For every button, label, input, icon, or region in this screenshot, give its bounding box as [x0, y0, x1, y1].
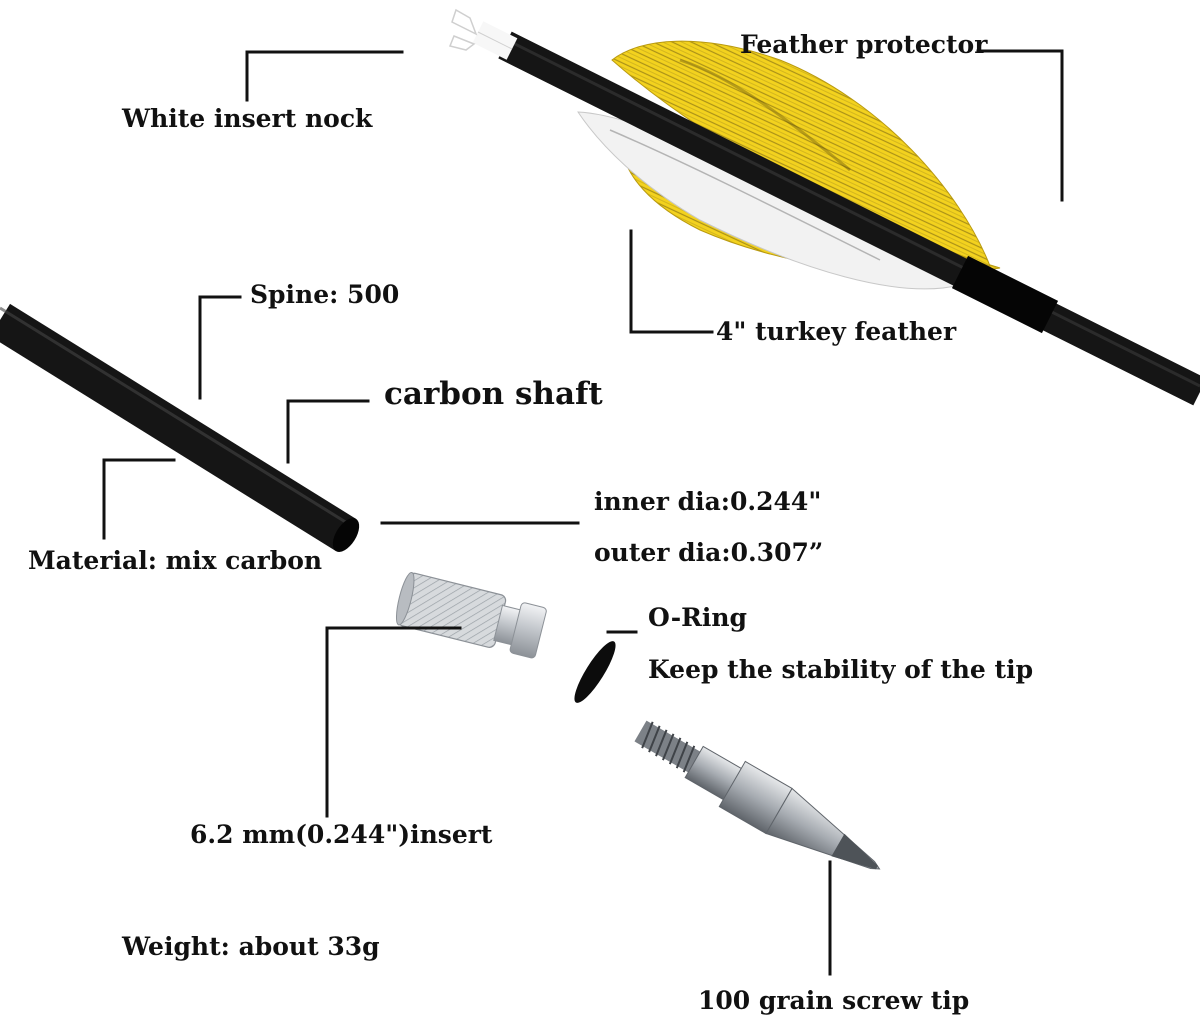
aluminum-insert-icon	[395, 571, 547, 659]
carbon-shaft-front-icon	[0, 303, 360, 552]
label-white-insert-nock: White insert nock	[122, 104, 373, 133]
leader-material	[102, 458, 176, 540]
leader-white-insert-nock	[245, 50, 404, 102]
label-material: Material: mix carbon	[28, 546, 323, 575]
label-insert: 6.2 mm(0.244")insert	[190, 820, 493, 849]
leader-insert	[325, 626, 462, 818]
label-turkey-feather: 4" turkey feather	[716, 317, 957, 346]
label-inner-dia: inner dia:0.244"	[594, 487, 822, 516]
leader-turkey-feather	[629, 229, 714, 334]
label-o-ring: O-Ring	[648, 603, 747, 632]
fletched-shaft	[448, 8, 1200, 406]
leader-spine	[198, 295, 242, 400]
label-outer-dia: outer dia:0.307”	[594, 538, 824, 567]
white-insert-nock-icon	[448, 8, 518, 60]
feather-protector-wrap	[951, 255, 1059, 334]
leader-carbon-shaft	[286, 399, 370, 464]
label-screw-tip: 100 grain screw tip	[698, 986, 970, 1015]
label-weight: Weight: about 33g	[122, 932, 380, 961]
o-ring-icon	[574, 641, 616, 703]
label-spine: Spine: 500	[250, 280, 400, 309]
label-o-ring-desc: Keep the stability of the tip	[648, 655, 1034, 684]
label-carbon-shaft: carbon shaft	[384, 376, 603, 412]
screw-tip-icon	[634, 720, 881, 870]
carbon-shaft-rear	[498, 31, 1200, 406]
label-feather-protector: Feather protector	[740, 30, 988, 59]
leader-lines	[102, 49, 1064, 976]
leader-feather-protector	[976, 49, 1064, 202]
